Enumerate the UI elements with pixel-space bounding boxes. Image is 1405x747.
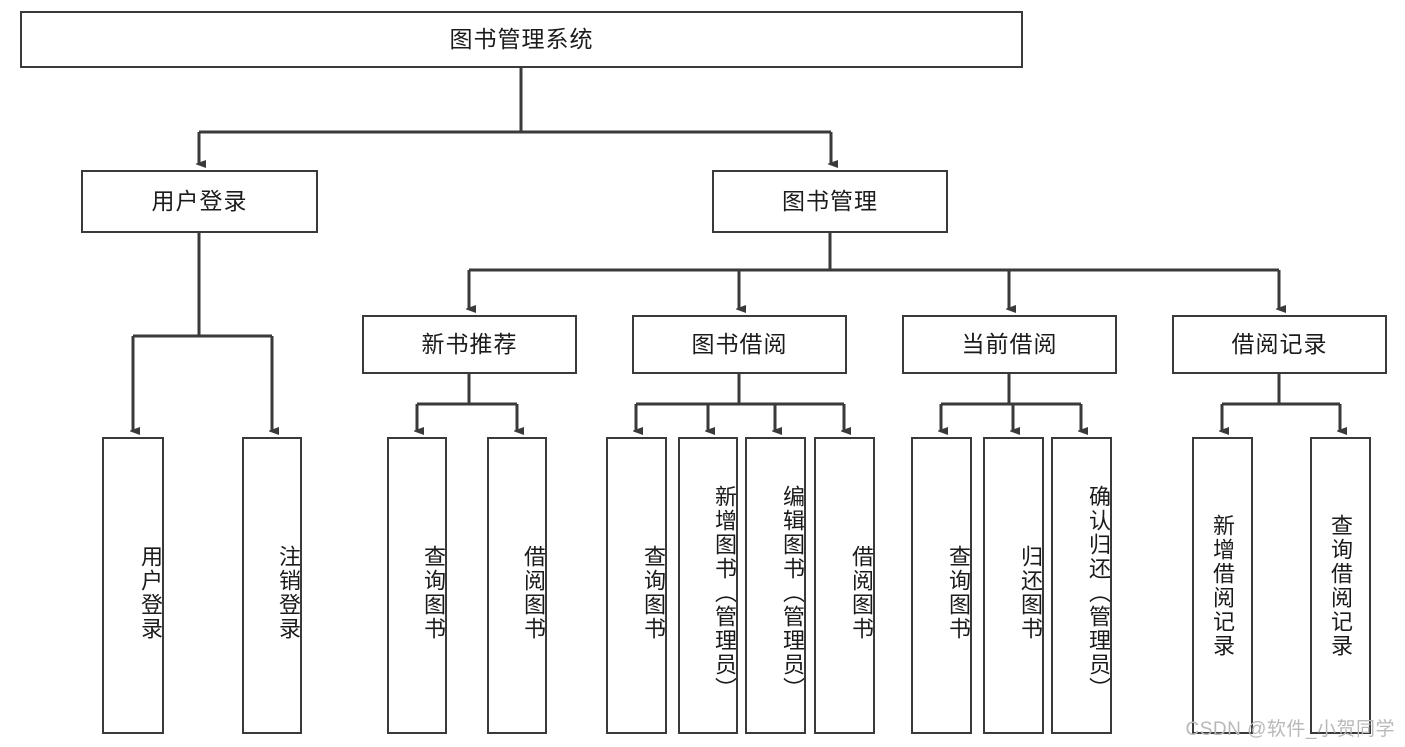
node-leaf-add-book-admin[interactable]: 新增图书（管理员） <box>678 437 738 734</box>
node-leaf-confirm-return[interactable]: 确认归还（管理员） <box>1051 437 1112 734</box>
node-new-book-recommend[interactable]: 新书推荐 <box>362 315 577 374</box>
node-leaf-user-login[interactable]: 用户登录 <box>102 437 164 734</box>
node-leaf-edit-book-admin-label: 编辑图书（管理员） <box>780 484 805 701</box>
node-new-book-recommend-label: 新书推荐 <box>421 330 518 357</box>
node-borrow-record[interactable]: 借阅记录 <box>1172 315 1387 374</box>
node-leaf-query-book-current-label: 查询图书 <box>946 544 971 641</box>
node-leaf-query-borrow-record[interactable]: 查询借阅记录 <box>1310 437 1371 734</box>
node-leaf-user-login-label: 用户登录 <box>138 544 163 641</box>
node-leaf-return-book-label: 归还图书 <box>1018 544 1043 641</box>
node-leaf-user-logout[interactable]: 注销登录 <box>242 437 302 734</box>
node-leaf-borrow-book-new-label: 借阅图书 <box>521 544 546 641</box>
node-current-borrow[interactable]: 当前借阅 <box>902 315 1117 374</box>
node-user-login[interactable]: 用户登录 <box>81 170 318 233</box>
node-book-borrow-label: 图书借阅 <box>691 330 788 357</box>
node-leaf-user-logout-label: 注销登录 <box>276 544 301 641</box>
node-root-title[interactable]: 图书管理系统 <box>20 11 1023 68</box>
node-borrow-record-label: 借阅记录 <box>1231 330 1328 357</box>
node-book-borrow[interactable]: 图书借阅 <box>632 315 847 374</box>
node-leaf-borrow-book[interactable]: 借阅图书 <box>814 437 875 734</box>
node-leaf-query-book-borrow[interactable]: 查询图书 <box>606 437 667 734</box>
node-leaf-confirm-return-label: 确认归还（管理员） <box>1086 484 1111 701</box>
node-leaf-return-book[interactable]: 归还图书 <box>983 437 1044 734</box>
node-leaf-borrow-book-label: 借阅图书 <box>849 544 874 641</box>
node-user-login-label: 用户登录 <box>151 187 248 214</box>
node-leaf-query-book-new-label: 查询图书 <box>421 544 446 641</box>
node-root-label: 图书管理系统 <box>449 25 594 52</box>
node-book-manage-label: 图书管理 <box>782 187 878 214</box>
node-leaf-query-book-current[interactable]: 查询图书 <box>911 437 972 734</box>
node-current-borrow-label: 当前借阅 <box>961 330 1058 357</box>
node-leaf-borrow-book-new[interactable]: 借阅图书 <box>487 437 547 734</box>
node-leaf-query-book-borrow-label: 查询图书 <box>641 544 666 641</box>
node-leaf-add-book-admin-label: 新增图书（管理员） <box>712 484 737 701</box>
node-leaf-add-borrow-record-label: 新增借阅记录 <box>1210 513 1236 658</box>
node-leaf-query-book-new[interactable]: 查询图书 <box>387 437 447 734</box>
node-leaf-edit-book-admin[interactable]: 编辑图书（管理员） <box>745 437 806 734</box>
csdn-watermark: CSDN @软件_小贺同学 <box>1185 719 1395 740</box>
node-leaf-query-borrow-record-label: 查询借阅记录 <box>1328 513 1354 658</box>
node-leaf-add-borrow-record[interactable]: 新增借阅记录 <box>1192 437 1253 734</box>
node-book-manage[interactable]: 图书管理 <box>712 170 948 233</box>
